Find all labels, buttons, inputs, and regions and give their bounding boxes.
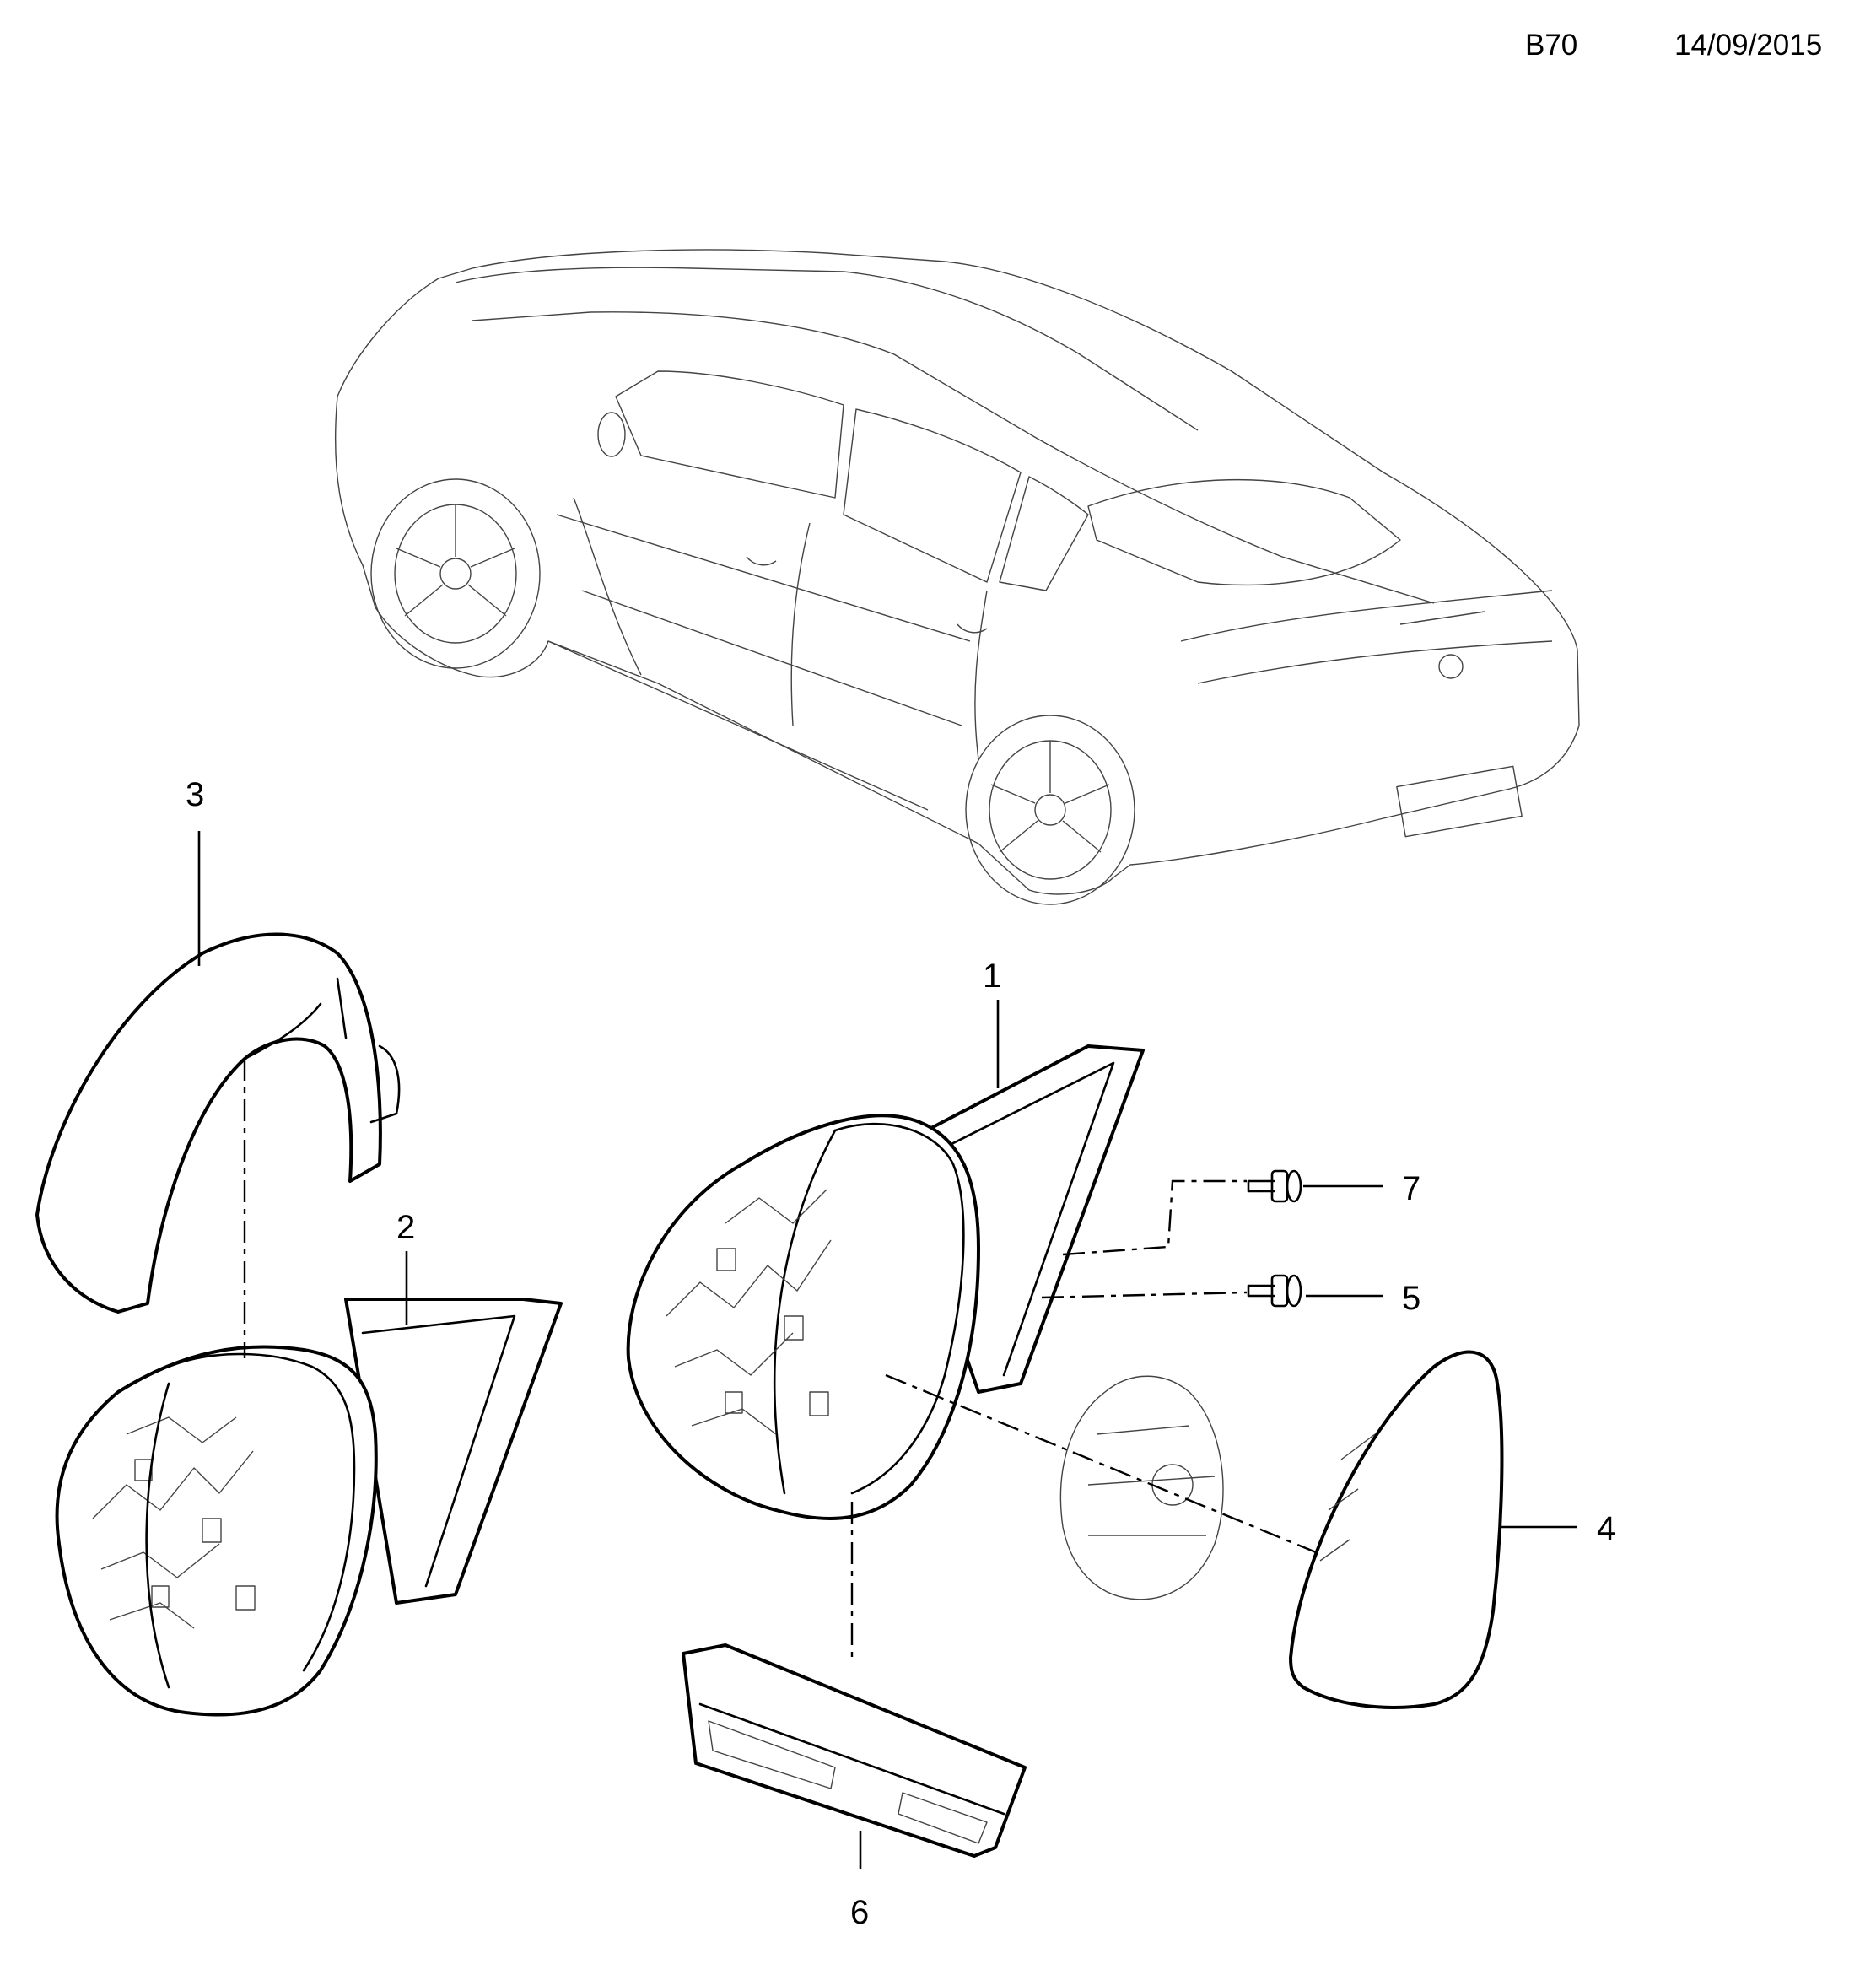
- part-6-bottom-cover: [682, 1643, 1027, 1858]
- screw-5: [1247, 1274, 1302, 1308]
- assembly-lines: [243, 1059, 1317, 1658]
- part-3-mirror-cover: [35, 932, 401, 1314]
- screw-7: [1247, 1169, 1302, 1203]
- callout-3: 3: [186, 776, 204, 813]
- diagram-code: B70: [1525, 29, 1578, 62]
- leader-lines: [197, 831, 1577, 1869]
- part-4-mirror-glass: [1289, 1350, 1504, 1709]
- callout-5: 5: [1402, 1280, 1420, 1317]
- callout-7: 7: [1402, 1170, 1420, 1207]
- callout-labels: 1 2 3 4 5 6 7: [186, 776, 1615, 1931]
- part-1-mirror-assembly: [626, 1044, 1145, 1520]
- callout-4: 4: [1597, 1510, 1615, 1547]
- car-illustration: [334, 249, 1580, 905]
- callout-2: 2: [396, 1209, 415, 1246]
- part-2-mirror-assembly: [55, 1298, 563, 1717]
- callout-6: 6: [850, 1894, 869, 1931]
- callout-1: 1: [983, 958, 1001, 995]
- mirror-actuator: [1059, 1375, 1224, 1600]
- diagram-date: 14/09/2015: [1674, 29, 1823, 62]
